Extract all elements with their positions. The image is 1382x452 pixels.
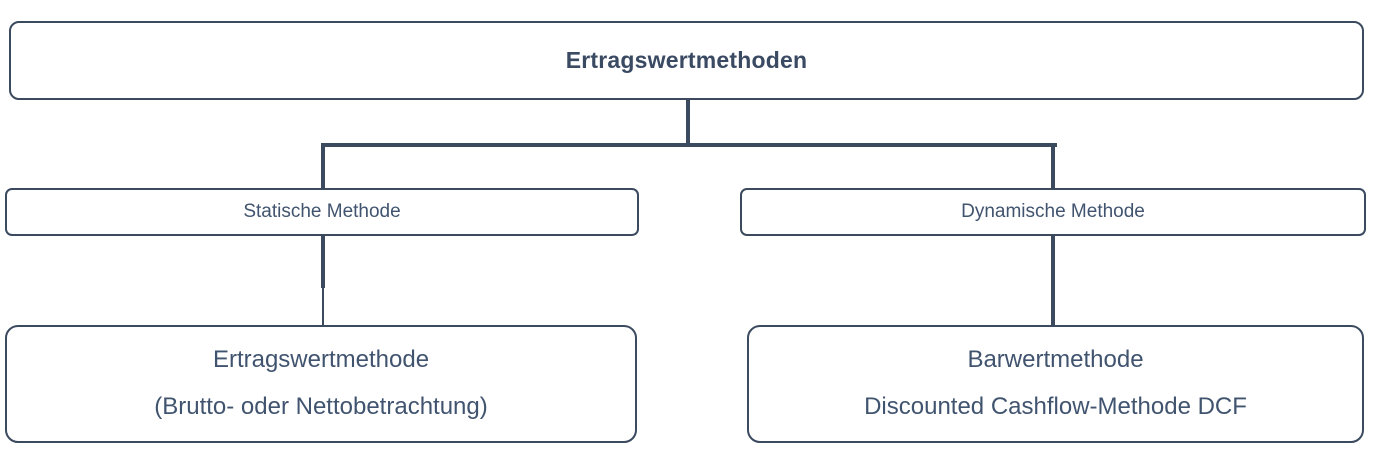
node-dynamic-leaf-line2: Discounted Cashflow-Methode DCF (864, 393, 1247, 420)
node-static-leaf-line1: Ertragswertmethode (212, 346, 430, 374)
node-ertragswertmethoden[interactable]: Ertragswertmethoden (9, 21, 1364, 100)
node-dynamic-leaf-line1: Barwertmethode (967, 346, 1144, 374)
node-dynamische-methode[interactable]: Dynamische Methode (740, 188, 1366, 236)
connector-static-to-leaf (322, 284, 324, 328)
node-dynamic-label: Dynamische Methode (961, 201, 1145, 223)
connector-root-to-bus (686, 99, 690, 147)
connector-horizontal-bus (321, 143, 1057, 147)
node-statische-methode[interactable]: Statische Methode (5, 188, 639, 236)
node-static-label: Statische Methode (243, 201, 401, 223)
node-ertragswertmethode[interactable]: Ertragswertmethode (Brutto- oder Nettobe… (5, 325, 637, 443)
node-root-label: Ertragswertmethoden (565, 46, 808, 73)
node-static-leaf-line2: (Brutto- oder Nettobetrachtung) (154, 393, 488, 420)
node-barwertmethode[interactable]: Barwertmethode Discounted Cashflow-Metho… (747, 325, 1364, 443)
